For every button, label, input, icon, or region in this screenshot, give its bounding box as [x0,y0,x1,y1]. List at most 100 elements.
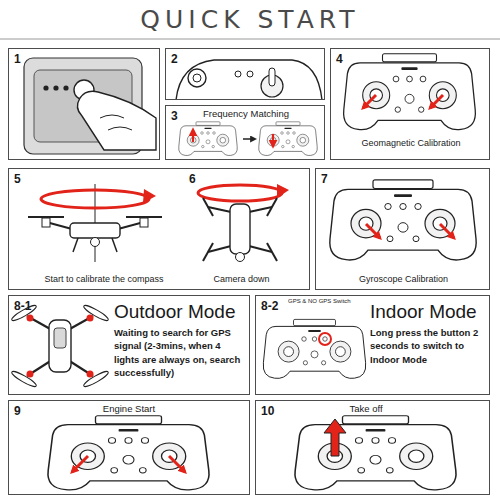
step-text: Engine Start [79,403,179,415]
power-button-center [193,74,201,82]
step-text: Geomagnetic Calibration [346,138,476,149]
step-text: Camera down [189,274,294,285]
controller-small [259,122,318,156]
step-panel: 10 Take off [255,400,490,495]
controller-button [247,71,253,77]
step-panel: 8-1 Outdoor ModeWaiting to search for GPS… [8,295,250,395]
controller [330,180,476,260]
drone-body [230,204,250,254]
stick-up-arrow [192,130,194,142]
step-text: Take off [316,403,416,415]
status-light [27,371,34,378]
step-number: 10 [261,404,274,419]
pressing-hand [77,91,156,150]
gps-switch-highlight [319,333,331,345]
controller-top-edge [176,60,322,100]
take-off-illustration [295,416,456,490]
status-light [87,371,94,378]
stick-arrow [72,456,88,472]
rotation-arrow [41,190,149,208]
controller-small [179,122,238,156]
drone-leg [73,238,78,252]
drone-camera [91,238,100,247]
step-text: Waiting to search for GPS signal (2-3min… [114,326,248,379]
compass-vertical-illustration [198,184,289,262]
engine-start-illustration [48,416,209,490]
indicator-dot [43,85,48,90]
compass-level-illustration [28,184,162,262]
step-text: Outdoor Mode [114,300,235,324]
stick-arrow [440,224,454,238]
propeller [203,243,213,261]
step-panel: 4Geomagnetic Calibration [330,48,490,160]
step-text: Indoor Mode [370,300,477,324]
status-light [87,315,94,322]
propeller [28,216,64,218]
step-number: 5 [14,172,21,187]
step-number: 1 [14,52,21,67]
step-panel: 1 [8,48,160,160]
indicator-dot [53,85,58,90]
step-panel: 3 Frequency Matching [165,105,325,160]
step-number: 8-2 [261,299,278,314]
stick-arrow [366,224,380,238]
controller [48,416,209,490]
step-number: 8-1 [14,299,31,314]
stick-down-arrow [272,134,274,146]
drone-leg [112,238,117,252]
throttle-up-arrow [324,419,346,456]
stick-arrow [430,95,443,108]
stick-shaft [269,68,275,86]
propeller [82,303,109,322]
step-text: Long press the button 2 seconds to switc… [370,326,486,366]
propeller [10,369,37,388]
controller-button [235,71,241,77]
page-title: QUICK START [0,5,500,34]
rotation-arrowhead [143,189,156,203]
propeller [203,198,213,216]
step-text: GPS & NO GPS Switch [288,298,351,306]
propeller [267,198,277,216]
controller-power-illustration [176,60,322,100]
step-text: Gyroscope Calibration [326,274,481,285]
step-panel: 8-2 GPS & NO GPS Switch Indoor ModeLong pr… [255,295,490,395]
propeller [126,216,162,218]
step-number: 2 [171,52,178,67]
step-number: 3 [171,109,178,124]
finger-lines [100,115,132,130]
indoor-mode-illustration [263,319,365,378]
sequence-arrow [243,138,255,140]
drone-body [70,223,120,238]
drone-top-panel [54,328,66,348]
gyroscope-illustration [330,180,476,260]
stick-arrow [363,95,376,108]
step-panel: 5Start to calibrate the compass6Camera d… [8,168,310,290]
controller [344,54,476,130]
step-panel: 2 [165,48,325,100]
step-number: 4 [336,52,343,67]
drone-camera [236,253,245,262]
step-text: Start to calibrate the compass [19,274,189,285]
indicator-dot [63,85,68,90]
title-rule [0,39,500,40]
motor [42,218,50,227]
drone-underside-illustration [24,58,156,154]
outdoor-drone-illustration [10,303,109,388]
stick-arrow [169,456,185,472]
step-number: 9 [14,404,21,419]
geomagnetic-illustration [344,54,476,130]
step-panel: 7Gyroscope Calibration [315,168,490,290]
frequency-matching-illustration [179,122,318,156]
rotation-arrow [198,185,282,201]
drone-body [49,320,71,372]
step-panel: 9 Engine Start [8,400,250,495]
rotation-arrowhead [277,184,289,198]
propeller [82,369,109,388]
step-text: Frequency Matching [196,108,296,120]
power-button [188,69,206,87]
step-number: 7 [321,172,328,187]
